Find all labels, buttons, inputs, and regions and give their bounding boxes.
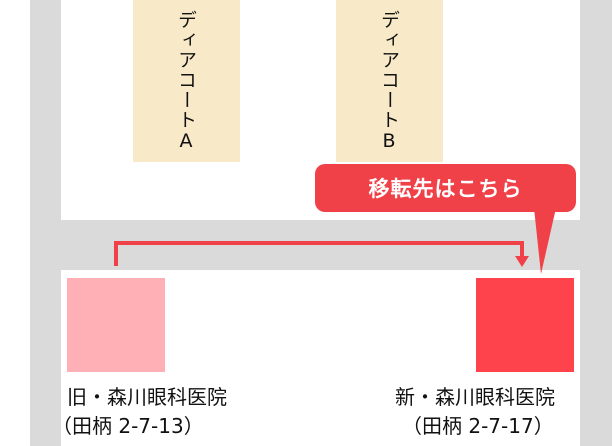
arrow-head-icon (515, 256, 529, 267)
callout-text: 移転先はこちら (368, 177, 523, 201)
callout-pointer (534, 208, 556, 274)
building-label-b: ディアコートB (378, 10, 400, 153)
old-clinic-name: 旧・森川眼科医院 (67, 385, 227, 409)
building-dear-court-a: ディアコートA (133, 0, 240, 162)
relocation-callout: 移転先はこちら (315, 164, 576, 212)
relocation-path (114, 241, 524, 266)
old-clinic-address: （田柄 2-7-13） (52, 414, 204, 438)
new-clinic-site (476, 278, 574, 372)
old-clinic-site (67, 278, 165, 372)
building-dear-court-b: ディアコートB (336, 0, 443, 162)
building-label-a: ディアコートA (175, 10, 197, 153)
new-clinic-name: 新・森川眼科医院 (395, 385, 555, 409)
new-clinic-address: （田柄 2-7-17） (402, 414, 554, 438)
